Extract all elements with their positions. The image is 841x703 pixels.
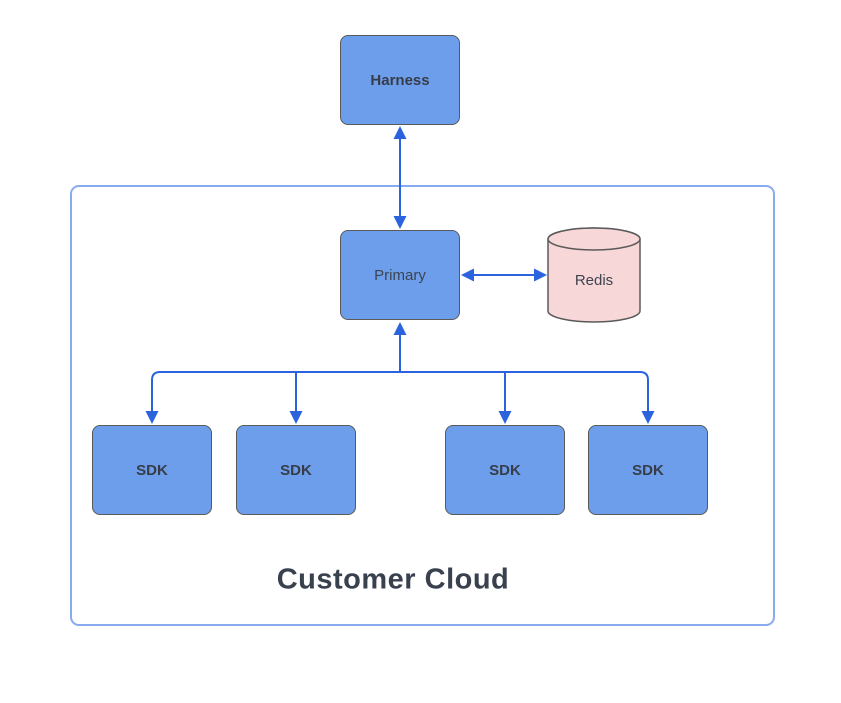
arrowhead-into-harness xyxy=(393,126,407,139)
node-primary: Primary xyxy=(340,230,460,320)
node-sdk-3-label: SDK xyxy=(489,461,521,479)
node-sdk-3: SDK xyxy=(445,425,565,515)
node-sdk-4-label: SDK xyxy=(632,461,664,479)
node-sdk-2-label: SDK xyxy=(280,461,312,479)
node-sdk-2: SDK xyxy=(236,425,356,515)
node-primary-label: Primary xyxy=(374,266,426,284)
node-harness: Harness xyxy=(340,35,460,125)
node-sdk-4: SDK xyxy=(588,425,708,515)
node-harness-label: Harness xyxy=(370,71,430,89)
node-redis-label: Redis xyxy=(574,272,614,289)
node-sdk-1: SDK xyxy=(92,425,212,515)
container-title: Customer Cloud xyxy=(276,563,510,596)
node-sdk-1-label: SDK xyxy=(136,461,168,479)
